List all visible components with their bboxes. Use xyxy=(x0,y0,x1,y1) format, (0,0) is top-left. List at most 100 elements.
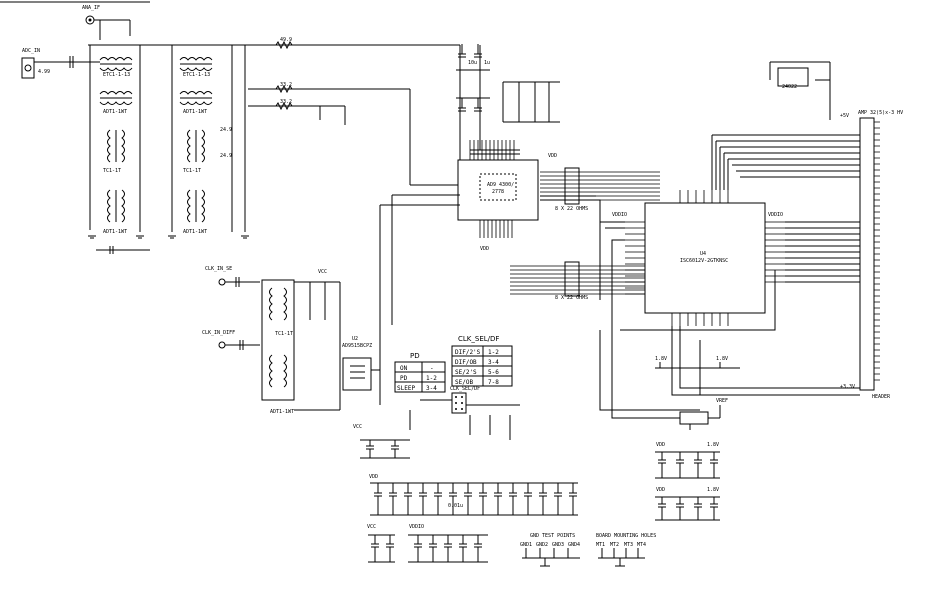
clk-ref: U2 xyxy=(352,336,358,342)
adc-sub: 2778 xyxy=(492,189,504,195)
vdd-row-label: VDD xyxy=(369,474,378,480)
clk-row3-mode: SE/2'S xyxy=(455,369,477,376)
clk-row1-mode: DIF/2'S xyxy=(455,349,481,356)
pd-row1-pins: - xyxy=(430,365,434,372)
transformer-t8 xyxy=(187,129,205,163)
header-part: AMP 32(5)x-3 HV xyxy=(858,110,903,116)
regulator-u3 xyxy=(769,61,831,120)
vref-label: VREF xyxy=(716,398,728,404)
adc-part: AD9 4300/ xyxy=(487,182,514,188)
rp-lower-label: 8 X 22 OHMS xyxy=(555,295,588,301)
resistor-r-b xyxy=(275,84,293,94)
input-wiring xyxy=(60,20,481,232)
vcc-row-label: VCC xyxy=(367,524,376,530)
t5-label: ADT1-1WT xyxy=(103,109,127,115)
ana-if-connector xyxy=(85,15,130,25)
adc-top-pins xyxy=(469,140,520,160)
right-cap-grid xyxy=(655,451,720,521)
right-grid-vdd: VDD xyxy=(656,442,665,448)
fpga-chip xyxy=(625,190,785,326)
t3-label: ADT1-1WT xyxy=(103,229,127,235)
top-decoupling-caps xyxy=(456,44,560,123)
t8-label: TC1-1T xyxy=(183,168,201,174)
resistor-r-b-value: 33.2 xyxy=(280,82,292,88)
adc-vdd-bottom: VDD xyxy=(480,246,489,252)
fpga-part: ISC6012V-2GTKNSC xyxy=(680,258,728,264)
transformer-t3 xyxy=(107,189,125,223)
transformer-t9 xyxy=(179,91,213,105)
vref-block xyxy=(679,405,721,425)
v18-label-1: 1.8V xyxy=(655,356,667,362)
mt4-label: MT4 xyxy=(637,542,646,548)
v18-label-2: 1.8V xyxy=(716,356,728,362)
pd-row2-pins: 1-2 xyxy=(426,375,437,382)
ana-if-label: ANA_IF xyxy=(82,5,100,11)
mounting-holes xyxy=(598,548,645,567)
mt1-label: MT1 xyxy=(596,542,605,548)
gnd2-label: GND2 xyxy=(536,542,548,548)
clk-transformers xyxy=(261,279,341,411)
pd-table xyxy=(394,361,446,393)
resistor-pack-lower xyxy=(510,261,650,297)
pd-row2-mode: PD xyxy=(400,375,408,382)
vcc-cap-pair xyxy=(360,439,410,459)
clk-diff-connector xyxy=(218,340,260,350)
resistor-pack-upper xyxy=(540,167,660,205)
r-d-value: 24.9 xyxy=(220,127,232,133)
t7-label: ADT1-1WT xyxy=(183,229,207,235)
r-e-value: 24.9 xyxy=(220,153,232,159)
pd-row1-mode: ON xyxy=(400,365,408,372)
transformer-t4 xyxy=(107,129,125,163)
transformer-t6 xyxy=(99,57,133,71)
clk-row4-pins: 7-8 xyxy=(488,379,499,386)
header-connector xyxy=(859,117,880,391)
cap-c54-value: 10u xyxy=(468,60,477,66)
clk-row2-mode: DIF/OB xyxy=(455,359,477,366)
mt2-label: MT2 xyxy=(610,542,619,548)
adc-vdd-label: VDD xyxy=(548,153,557,159)
clk-sel-table xyxy=(451,345,513,387)
vdd-row-cap-value: 0.01u xyxy=(448,503,463,509)
transformer-t7 xyxy=(187,189,205,223)
clk-t2-label: ADT1-1WT xyxy=(270,409,294,415)
resistor-r-a-value: 49.9 xyxy=(280,37,292,43)
fpga-ref: U4 xyxy=(700,251,706,257)
header-5v: +5V xyxy=(840,113,849,119)
clk-sel-title: CLK_SEL/DF xyxy=(458,335,499,343)
clk-chip-u2 xyxy=(342,357,380,391)
bus-to-header xyxy=(379,134,860,430)
v18-area xyxy=(655,340,740,396)
vddio-row-label: VDDIO xyxy=(409,524,424,530)
right-grid-18v-2: 1.8V xyxy=(707,487,719,493)
gnd-test-points xyxy=(522,548,580,567)
pd-row3-mode: SLEEP xyxy=(397,385,415,392)
rp-upper-label: 8 X 22 OHMS xyxy=(555,206,588,212)
jumper-label: CLK_SEL/DF xyxy=(450,386,480,392)
fpga-vddio-left: VDDIO xyxy=(612,212,627,218)
resistor-r-c-value: 33.2 xyxy=(280,99,292,105)
clk-diff-label: CLK_IN_DIFF xyxy=(202,330,235,336)
transformer-t5 xyxy=(99,91,133,105)
fpga-vddio-right: VDDIO xyxy=(768,212,783,218)
r-f-value: 4.99 xyxy=(38,69,50,75)
t4-label: TC1-1T xyxy=(103,168,121,174)
clk-part: AD9515BCPZ xyxy=(342,343,372,349)
gnd4-label: GND4 xyxy=(568,542,580,548)
adc-in-label: ADC_IN xyxy=(22,48,40,54)
clk-row3-pins: 5-6 xyxy=(488,369,499,376)
clk-row2-pins: 3-4 xyxy=(488,359,499,366)
clk-vcc: VCC xyxy=(318,269,327,275)
adc-bottom-pins xyxy=(479,220,513,238)
transformer-t10 xyxy=(179,57,213,71)
t6-label: ETC1-1-13 xyxy=(103,72,130,78)
clk-row1-pins: 1-2 xyxy=(488,349,499,356)
mount-title: BOARD MOUNTING HOLES xyxy=(596,533,656,539)
clk-sel-jumper xyxy=(409,392,520,440)
pd-title: PD xyxy=(410,352,420,360)
resistor-r-c xyxy=(275,101,293,111)
clk-se-connector xyxy=(218,277,260,287)
clk-row4-mode: SE/OB xyxy=(455,379,473,386)
clk-vcc-2: VCC xyxy=(353,424,362,430)
t10-label: ETC1-1-13 xyxy=(183,72,210,78)
